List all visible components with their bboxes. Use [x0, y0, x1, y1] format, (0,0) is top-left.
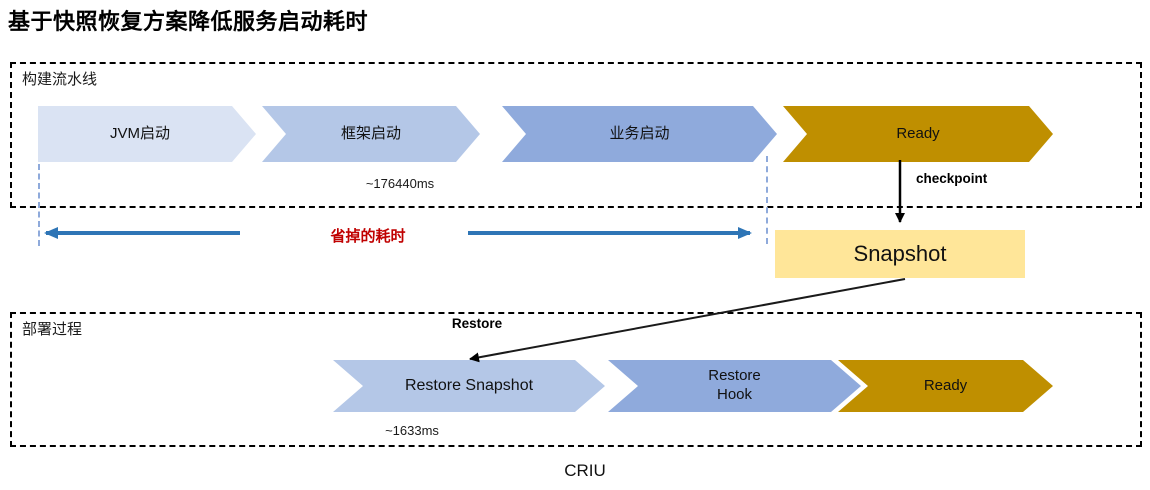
build-pipeline-label: 构建流水线 [22, 71, 98, 88]
saved-time-label: 省掉的耗时 [330, 228, 406, 245]
snapshot-box: Snapshot [775, 230, 1025, 278]
snapshot-label: Snapshot [853, 241, 947, 266]
stage-ready-deploy-label: Ready [923, 376, 968, 394]
stage-ready-build-label: Ready [896, 124, 940, 142]
framework-start-duration: ~176440ms [365, 176, 435, 191]
stage-business-start-label: 业务启动 [609, 124, 670, 142]
deploy-process-label: 部署过程 [22, 321, 83, 338]
stage-business-start: 业务启动 [502, 106, 777, 162]
stage-restore-hook-label: Restore Hook [708, 367, 761, 403]
stage-jvm-start: JVM启动 [38, 106, 256, 162]
build-pipeline-box: 构建流水线 [10, 62, 1142, 208]
stage-ready-deploy: Ready [838, 360, 1053, 412]
stage-framework-start-label: 框架启动 [340, 124, 401, 142]
stage-ready-build: Ready [783, 106, 1053, 162]
stage-framework-start: 框架启动 [262, 106, 480, 162]
guide-line-right [766, 156, 768, 244]
stage-restore-snapshot-label: Restore Snapshot [404, 377, 534, 394]
criu-label: CRIU [564, 461, 606, 480]
stage-jvm-start-label: JVM启动 [109, 124, 170, 142]
page-title: 基于快照恢复方案降低服务启动耗时 [8, 9, 369, 34]
stage-restore-hook: Restore Hook [608, 360, 861, 412]
restore-snapshot-duration: ~1633ms [385, 423, 439, 438]
checkpoint-label: checkpoint [916, 171, 988, 186]
guide-line-left [38, 164, 40, 246]
stage-restore-snapshot: Restore Snapshot [333, 360, 605, 412]
